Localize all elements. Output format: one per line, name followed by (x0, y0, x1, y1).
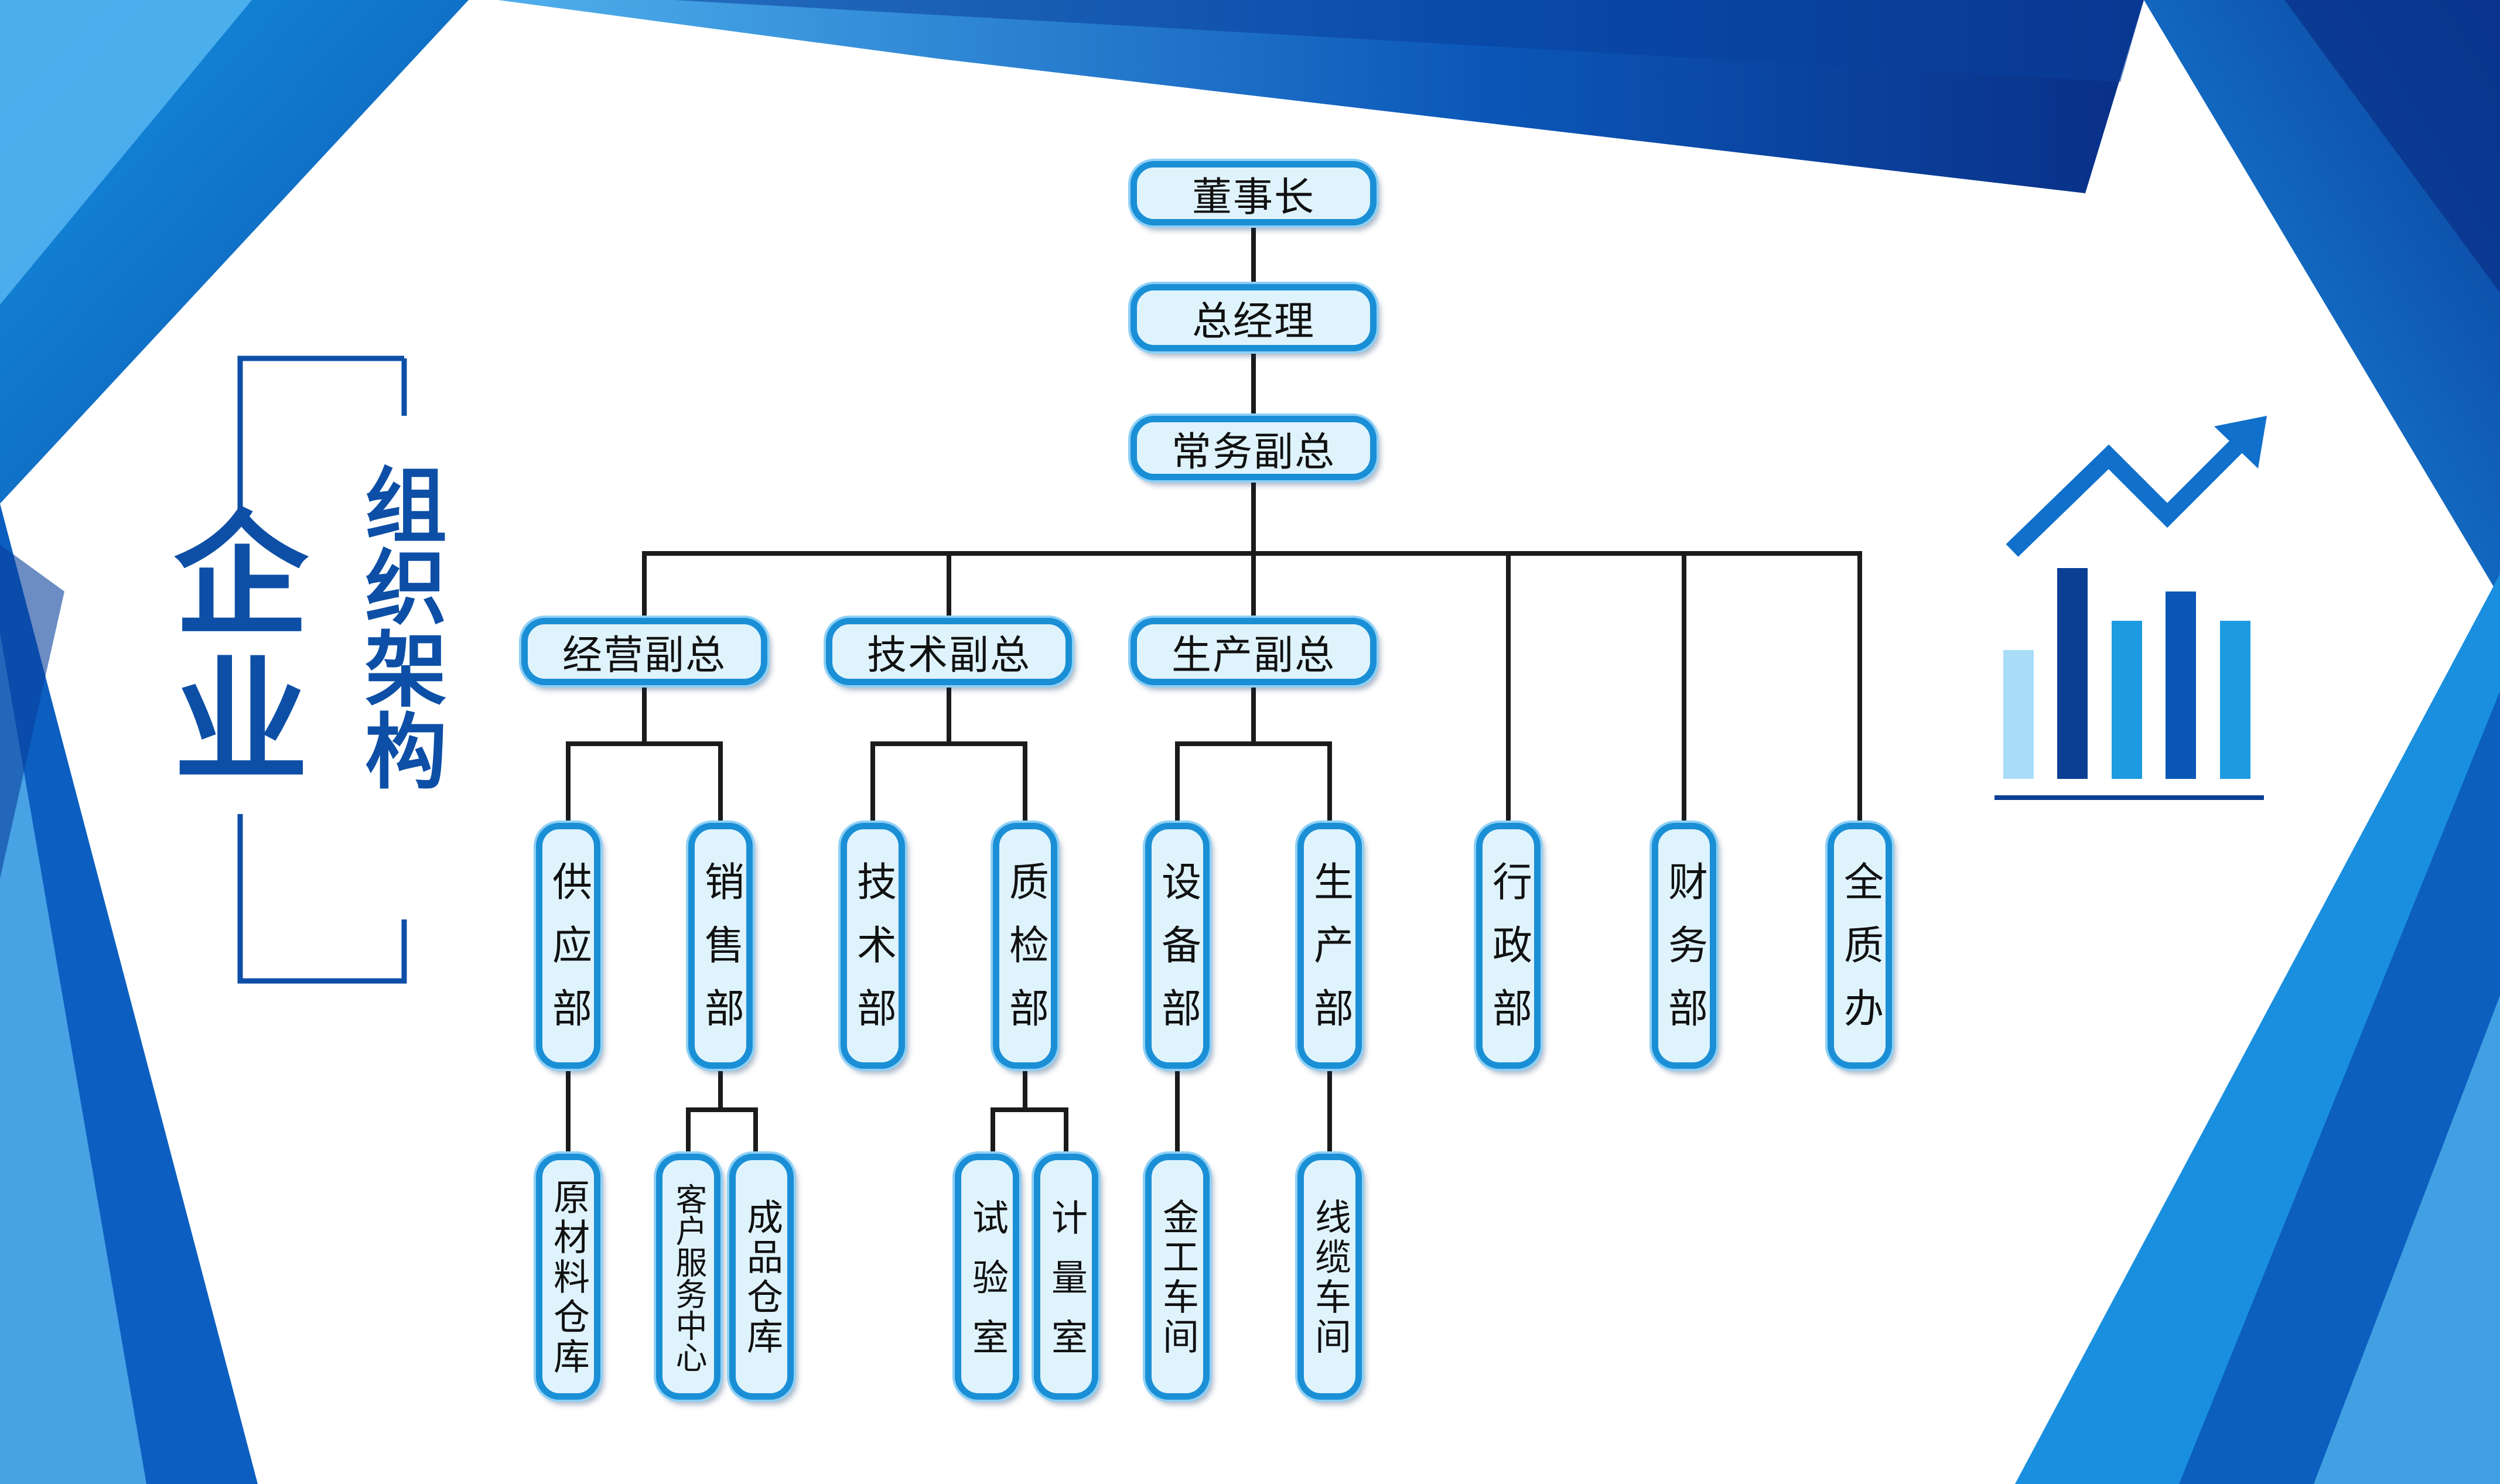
title-bracket (237, 355, 407, 984)
node-unit-customer-service-center: 客户服务中心 (656, 1154, 720, 1400)
trend-chart-icon (1994, 416, 2267, 800)
title-sub: 组织架构 (351, 463, 446, 791)
node-general-manager: 总经理 (1131, 284, 1377, 351)
node-unit-cable-workshop: 线缆车间 (1297, 1154, 1362, 1400)
node-unit-testing-lab: 试验室 (955, 1154, 1019, 1400)
node-dept-technology: 技术部 (841, 823, 905, 1069)
node-dept-quality-inspection: 质检部 (993, 823, 1057, 1069)
node-dept-equipment: 设备部 (1145, 823, 1210, 1069)
node-dept-sales: 销售部 (688, 823, 753, 1069)
node-vp-technical: 技术副总 (826, 618, 1072, 685)
node-executive-vp: 常务副总 (1131, 416, 1377, 480)
node-dept-finance: 财务部 (1652, 823, 1716, 1069)
node-dept-administration: 行政部 (1476, 823, 1541, 1069)
node-chairman: 董事长 (1131, 161, 1377, 225)
node-unit-finished-goods-warehouse: 成品仓库 (729, 1154, 794, 1400)
node-vp-operations: 经营副总 (521, 618, 767, 685)
node-dept-production: 生产部 (1297, 823, 1362, 1069)
node-dept-supply: 供应部 (536, 823, 600, 1069)
title-main: 企业 (151, 504, 307, 796)
node-dept-quality-office: 全质办 (1828, 823, 1892, 1069)
node-unit-raw-material-warehouse: 原材料仓库 (536, 1154, 600, 1400)
node-unit-metalwork-workshop: 金工车间 (1145, 1154, 1210, 1400)
node-vp-production: 生产副总 (1131, 618, 1377, 685)
node-unit-metrology-lab: 计量室 (1034, 1154, 1098, 1400)
